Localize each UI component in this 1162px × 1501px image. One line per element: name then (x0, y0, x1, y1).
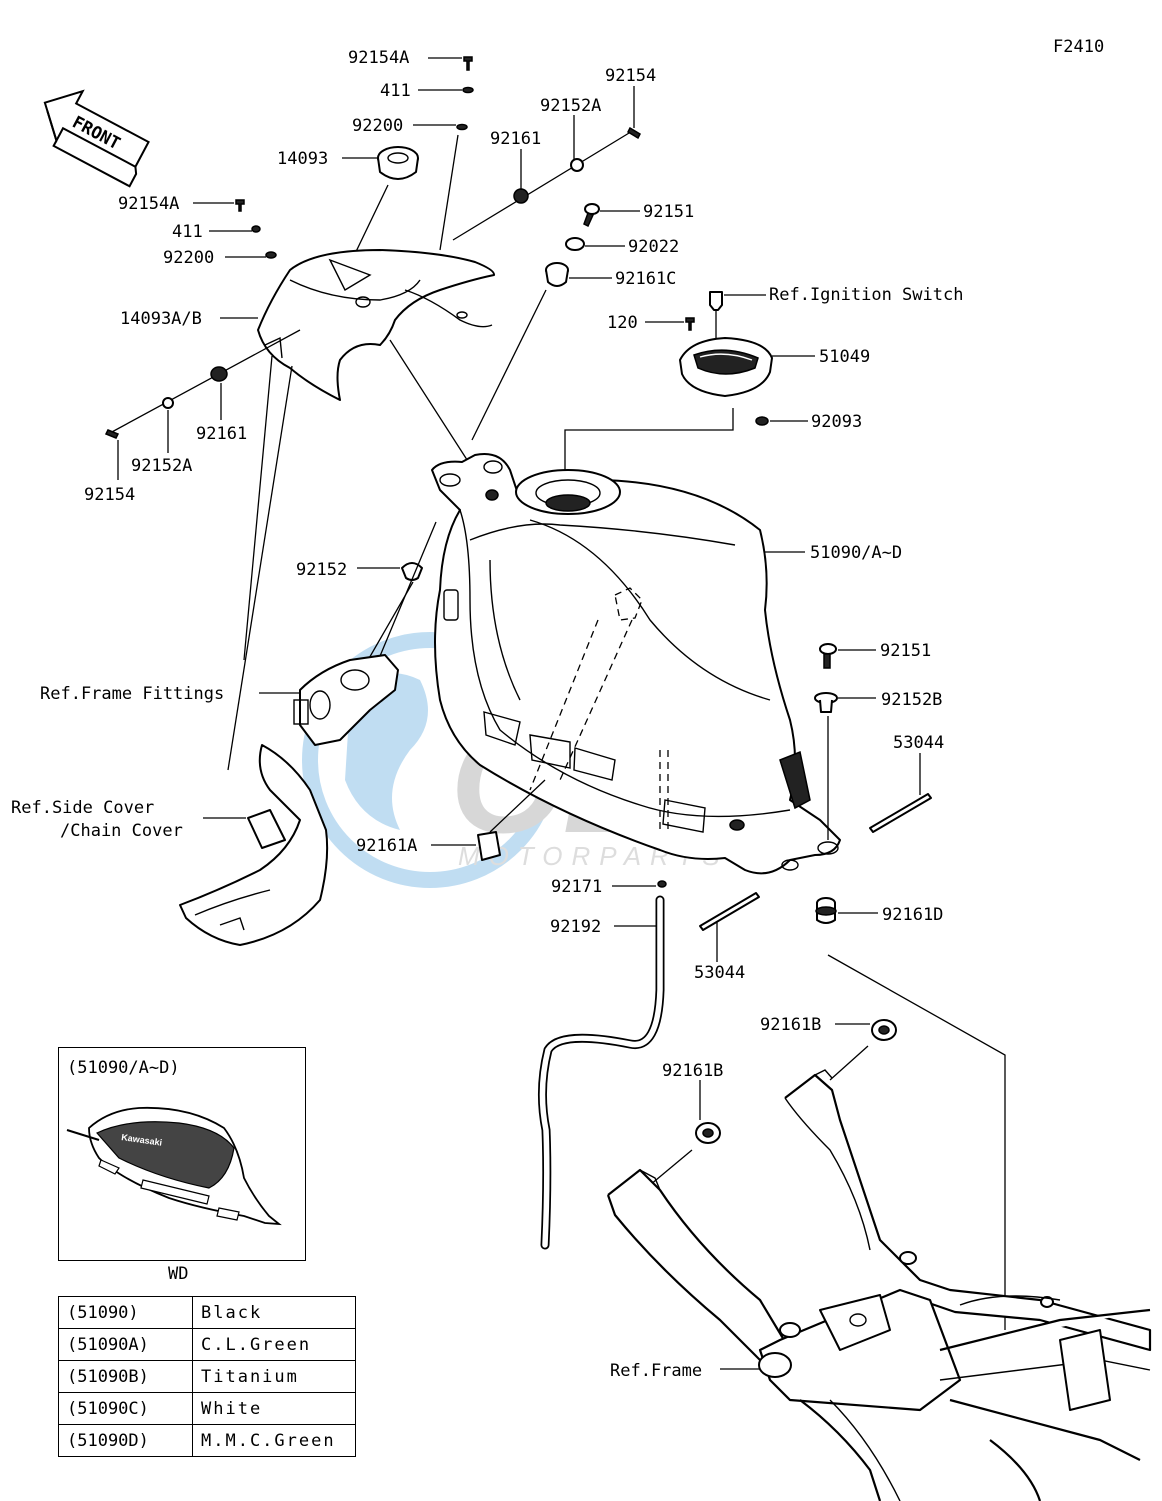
label-ref-side-cover: Ref.Side Cover (11, 798, 154, 818)
label-53044-bottom: 53044 (694, 963, 745, 983)
label-51049: 51049 (819, 347, 870, 367)
label-92161A: 92161A (356, 836, 417, 856)
label-92022: 92022 (628, 237, 679, 257)
label-92154-top: 92154 (605, 66, 656, 86)
rubber-rod-53044-bottom (699, 892, 760, 931)
table-row: (51090B) Titanium (58, 1360, 356, 1393)
table-cell-code: (51090) (58, 1296, 193, 1329)
washer-92093 (755, 416, 769, 426)
bolt-92151-top (583, 203, 600, 228)
table-row: (51090) Black (58, 1296, 356, 1329)
label-92161B-left: 92161B (662, 1061, 723, 1081)
label-92151-right: 92151 (880, 641, 931, 661)
bolt-92151-right (819, 643, 837, 669)
table-cell-code: (51090B) (58, 1360, 193, 1393)
label-120: 120 (607, 313, 638, 333)
clip-92171 (657, 880, 667, 888)
table-cell-code: (51090A) (58, 1328, 193, 1361)
label-92200-left: 92200 (163, 248, 214, 268)
grommet-92161-left (210, 366, 228, 382)
label-92161-left: 92161 (196, 424, 247, 444)
pin-411-top (462, 86, 474, 94)
table-cell-code: (51090C) (58, 1392, 193, 1425)
table-row: (51090C) White (58, 1392, 356, 1425)
label-92152A-top: 92152A (540, 96, 601, 116)
inset-caption: WD (168, 1264, 189, 1284)
label-92200-top: 92200 (352, 116, 403, 136)
label-ref-chain-cover: /Chain Cover (60, 821, 183, 841)
label-411-left: 411 (172, 222, 203, 242)
label-92152B: 92152B (881, 690, 942, 710)
label-ref-frame: Ref.Frame (610, 1361, 702, 1381)
screw-92154-left (104, 429, 120, 439)
screw-120 (685, 317, 695, 331)
table-cell-color: Black (192, 1296, 356, 1329)
label-92161C: 92161C (615, 269, 676, 289)
label-92192: 92192 (550, 917, 601, 937)
label-92093: 92093 (811, 412, 862, 432)
fuel-tank-51090 (431, 453, 841, 875)
grommet-92161C (545, 262, 569, 287)
hose-92192 (537, 895, 665, 1250)
washer-92200-top (456, 123, 468, 131)
front-arrow-icon: FRONT (43, 89, 150, 188)
label-411-top: 411 (380, 81, 411, 101)
inset-title: (51090/A~D) (67, 1058, 180, 1078)
grommet-92161B-right (871, 1019, 897, 1041)
table-cell-color: M.M.C.Green (192, 1424, 356, 1457)
label-92152: 92152 (296, 560, 347, 580)
side-cover-chain-cover (179, 744, 329, 946)
label-ref-frame-fittings: Ref.Frame Fittings (40, 684, 224, 704)
washer-92200-left (265, 251, 277, 259)
grommet-92161B-left (695, 1122, 721, 1144)
collar-92152B (814, 692, 838, 713)
washer-92022 (565, 237, 585, 251)
rubber-rod-53044-right (869, 793, 932, 833)
label-92161B-right: 92161B (760, 1015, 821, 1035)
label-51090: 51090/A~D (810, 543, 902, 563)
tank-cover-14093AB (257, 249, 496, 401)
label-92151-top: 92151 (643, 202, 694, 222)
label-92154A-left: 92154A (118, 194, 179, 214)
cap-14093 (377, 146, 419, 180)
grommet-92161-right (513, 188, 529, 204)
label-14093AB: 14093A/B (120, 309, 202, 329)
fuel-cap-51049 (679, 337, 773, 397)
screw-92154A-top (463, 56, 473, 71)
grommet-92161D (815, 897, 837, 924)
label-14093: 14093 (277, 149, 328, 169)
table-cell-color: White (192, 1392, 356, 1425)
cap-screw-ref-ignition (709, 291, 723, 311)
figure-id: F2410 (1053, 37, 1104, 57)
table-row: (51090D) M.M.C.Green (58, 1424, 356, 1457)
collar-92152A-right (570, 158, 584, 172)
table-cell-color: C.L.Green (192, 1328, 356, 1361)
pin-411-left (251, 225, 261, 233)
color-variant-table: (51090) Black (51090A) C.L.Green (51090B… (58, 1296, 356, 1457)
screw-92154-right (627, 126, 641, 140)
label-ref-ignition-switch: Ref.Ignition Switch (769, 285, 963, 305)
label-92161-top: 92161 (490, 129, 541, 149)
label-92154A-top: 92154A (348, 48, 409, 68)
label-53044-right: 53044 (893, 733, 944, 753)
table-cell-code: (51090D) (58, 1424, 193, 1457)
damper-92161A (477, 831, 501, 861)
label-92152A-left: 92152A (131, 456, 192, 476)
collar-92152A-left (162, 397, 174, 409)
frame-fittings-bracket (293, 654, 399, 746)
table-cell-color: Titanium (192, 1360, 356, 1393)
frame (606, 1069, 1152, 1501)
label-92161D: 92161D (882, 905, 943, 925)
screw-92154A-left (235, 199, 245, 212)
inset-variant-box: (51090/A~D) Kawasaki (58, 1047, 306, 1261)
label-92171: 92171 (551, 877, 602, 897)
table-row: (51090A) C.L.Green (58, 1328, 356, 1361)
collar-92152 (401, 562, 423, 581)
label-92154-left: 92154 (84, 485, 135, 505)
inset-tank-illustration: Kawasaki (66, 1106, 282, 1226)
